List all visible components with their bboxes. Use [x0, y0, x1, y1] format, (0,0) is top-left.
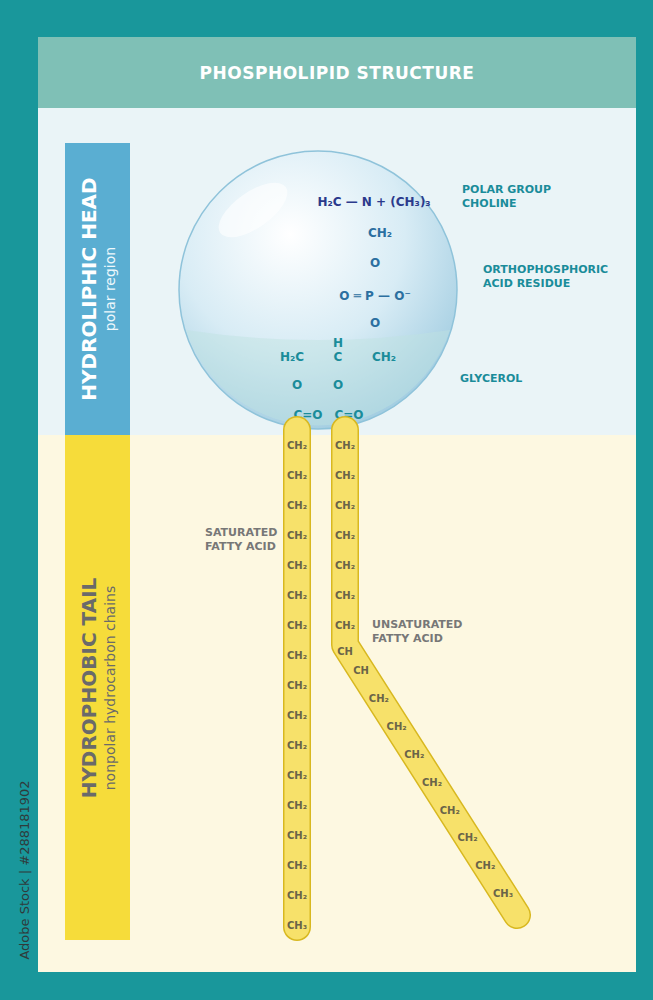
chain-group-text: CH₂ [335, 620, 355, 631]
chain-group-text: CH₂ [387, 721, 407, 732]
part-label: POLAR GROUP CHOLINE [462, 183, 562, 211]
chain-group-text: CH [337, 646, 353, 657]
watermark: Adobe Stock | #288181902 [17, 780, 32, 959]
chain-group-text: CH₂ [369, 693, 389, 704]
formula-text: C [334, 350, 343, 364]
chain-group-text: CH₂ [335, 590, 355, 601]
band-label-group: HYDROPHOBIC TAILnonpolar hydrocarbon cha… [77, 440, 119, 935]
sphere-lower-tint [186, 330, 450, 425]
sphere-body [179, 151, 457, 429]
tube-outline [283, 430, 311, 927]
formula-text: O ═ P — O⁻ [339, 289, 410, 303]
tube-fill [345, 430, 517, 915]
chain-group-text: CH [353, 665, 369, 676]
chain-group-text: CH₂ [475, 860, 495, 871]
chain-group-text: CH₂ [287, 500, 307, 511]
title-bar [38, 37, 636, 108]
chain-group-text: CH₂ [335, 500, 355, 511]
chain-group-text: CH₂ [458, 832, 478, 843]
chain-group-text: CH₂ [404, 748, 424, 759]
chain-group-text: CH₂ [287, 740, 307, 751]
saturated-chain: CH₂ CH₂ CH₂ CH₂ CH₂ CH₂ CH₂ CH₂ CH₂ CH₂ CH₂ CH₂ CH₂ C… [280, 428, 314, 942]
formula-text: O [333, 378, 343, 392]
formula-text: O [292, 378, 302, 392]
formula-text: CH₂ [368, 226, 392, 240]
tail-band: HYDROPHOBIC TAILnonpolar hydrocarbon cha… [65, 435, 130, 940]
chain-group-text: CH₂ [287, 830, 307, 841]
chain-tube [330, 428, 532, 930]
chain-group-text: CH₂ [287, 710, 307, 721]
part-label: GLYCEROL [460, 372, 560, 386]
chain-group-text: CH₂ [440, 804, 460, 815]
sphere-outline [178, 150, 458, 430]
chain-group-text: CH₂ [287, 650, 307, 661]
chain-group-text: CH₂ [287, 800, 307, 811]
chain-group-text: CH₂ [287, 890, 307, 901]
polar-head-sphere: H₂C — N + (CH₃)₃ CH₂ O O ═ P — O⁻ O H₂C HC CH₂ O… [178, 150, 458, 430]
chain-group-text: CH₂ [287, 590, 307, 601]
formula-text: O [370, 256, 380, 270]
tube-fill [285, 430, 310, 927]
chain-group-text: CH₂ [335, 440, 355, 451]
band-subheading: nonpolar hydrocarbon chains [101, 440, 119, 935]
sphere-highlight [210, 172, 296, 247]
chain-group-text: CH₂ [287, 680, 307, 691]
formula-text: H₂C — N + (CH₃)₃ [317, 195, 430, 209]
head-region [38, 108, 636, 435]
chain-group-text: CH₃ [493, 888, 513, 899]
tube-outline [345, 430, 517, 915]
chain-group-text: CH₂ [287, 530, 307, 541]
chain-group-text: CH₂ [287, 620, 307, 631]
chain-group-text: CH₂ [287, 440, 307, 451]
band-heading: HYDROPHOBIC TAIL [77, 440, 101, 935]
band-label-group: HYDROLIPHIC HEADpolar region [77, 148, 119, 430]
part-label: SATURATED FATTY ACID [205, 526, 285, 554]
chain-group-text: CH₃ [287, 920, 307, 931]
part-label: ORTHOPHOSPHORIC ACID RESIDUE [483, 263, 613, 291]
chain-group-text: CH₂ [287, 860, 307, 871]
part-label: UNSATURATED FATTY ACID [372, 618, 482, 646]
head-band: HYDROLIPHIC HEADpolar region [65, 143, 130, 435]
chain-group-text: CH₂ [287, 470, 307, 481]
chain-group-text: CH₂ [335, 530, 355, 541]
formula-text: O [370, 316, 380, 330]
chain-group-text: CH₂ [422, 776, 442, 787]
unsaturated-chain: CH₂ CH₂ CH₂ CH₂ CH₂ CH₂ CH₂ CHCH CH₂ CH₂ CH₂ CH₂ CH₂… [330, 428, 532, 930]
formula-text: CH₂ [372, 350, 396, 364]
formula-text: H₂C [280, 350, 304, 364]
formula-text: H [333, 336, 343, 350]
chain-group-text: CH₂ [287, 560, 307, 571]
chain-group-text: CH₂ [335, 470, 355, 481]
diagram-title: PHOSPHOLIPID STRUCTURE [200, 63, 475, 83]
band-heading: HYDROLIPHIC HEAD [77, 148, 101, 430]
band-subheading: polar region [101, 148, 119, 430]
chain-group-text: CH₂ [287, 770, 307, 781]
chain-group-text: CH₂ [335, 560, 355, 571]
